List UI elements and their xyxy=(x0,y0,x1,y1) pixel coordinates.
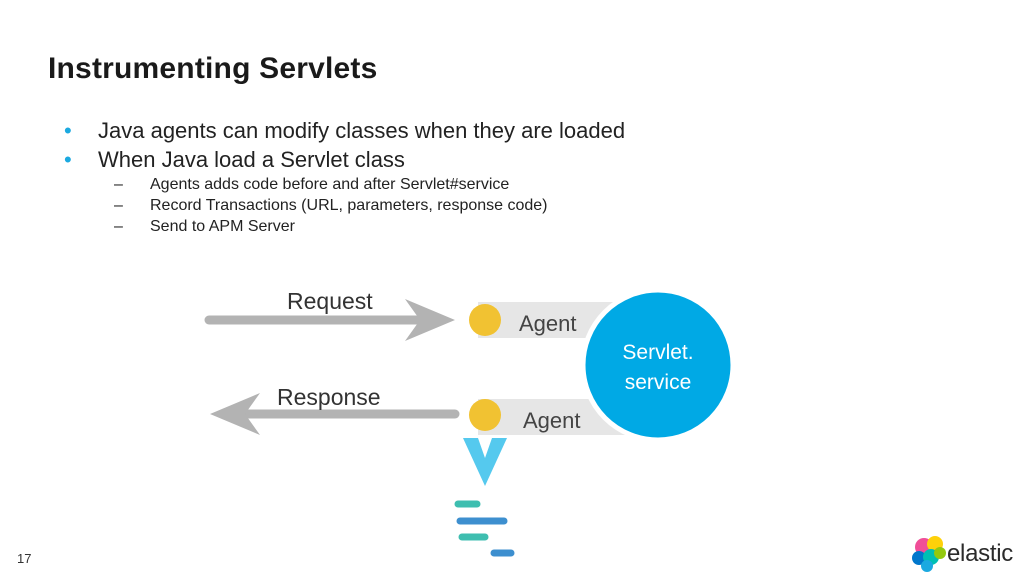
page-number: 17 xyxy=(17,551,32,566)
response-arrow-icon xyxy=(210,393,460,435)
bullet-list: • Java agents can modify classes when th… xyxy=(64,116,625,237)
sub-bullet-text: Agents adds code before and after Servle… xyxy=(150,176,510,193)
agent-dot-top xyxy=(469,304,501,336)
sub-bullet-item: – Send to APM Server xyxy=(64,216,625,237)
bullet-marker: • xyxy=(64,147,72,172)
bullet-item: • Java agents can modify classes when th… xyxy=(64,116,625,145)
dash-marker: – xyxy=(114,197,123,214)
bullet-marker: • xyxy=(64,118,72,143)
chevron-down-icon xyxy=(463,438,507,486)
response-label: Response xyxy=(277,384,381,410)
servlet-label-line2: service xyxy=(625,371,692,394)
servlet-service-circle xyxy=(580,287,736,443)
elastic-logo-text: elastic xyxy=(947,540,1013,567)
log-lines-icon xyxy=(454,500,515,557)
slide-title: Instrumenting Servlets xyxy=(48,52,378,85)
request-arrow-icon xyxy=(204,299,455,341)
sub-bullet-text: Send to APM Server xyxy=(150,218,295,235)
bullet-item: • When Java load a Servlet class xyxy=(64,145,625,174)
bullet-text: Java agents can modify classes when they… xyxy=(98,118,626,143)
request-label: Request xyxy=(287,288,373,314)
dash-marker: – xyxy=(114,218,123,235)
sub-bullet-text: Record Transactions (URL, parameters, re… xyxy=(150,197,548,214)
sub-bullet-item: – Agents adds code before and after Serv… xyxy=(64,174,625,195)
bullet-text: When Java load a Servlet class xyxy=(98,147,405,172)
dash-marker: – xyxy=(114,176,123,193)
agent-label-bottom: Agent xyxy=(523,408,581,433)
sub-bullet-item: – Record Transactions (URL, parameters, … xyxy=(64,195,625,216)
agent-label-top: Agent xyxy=(519,311,577,336)
servlet-label-line1: Servlet. xyxy=(622,341,693,364)
agent-dot-bottom xyxy=(469,399,501,431)
elastic-logo-icon xyxy=(912,536,946,572)
